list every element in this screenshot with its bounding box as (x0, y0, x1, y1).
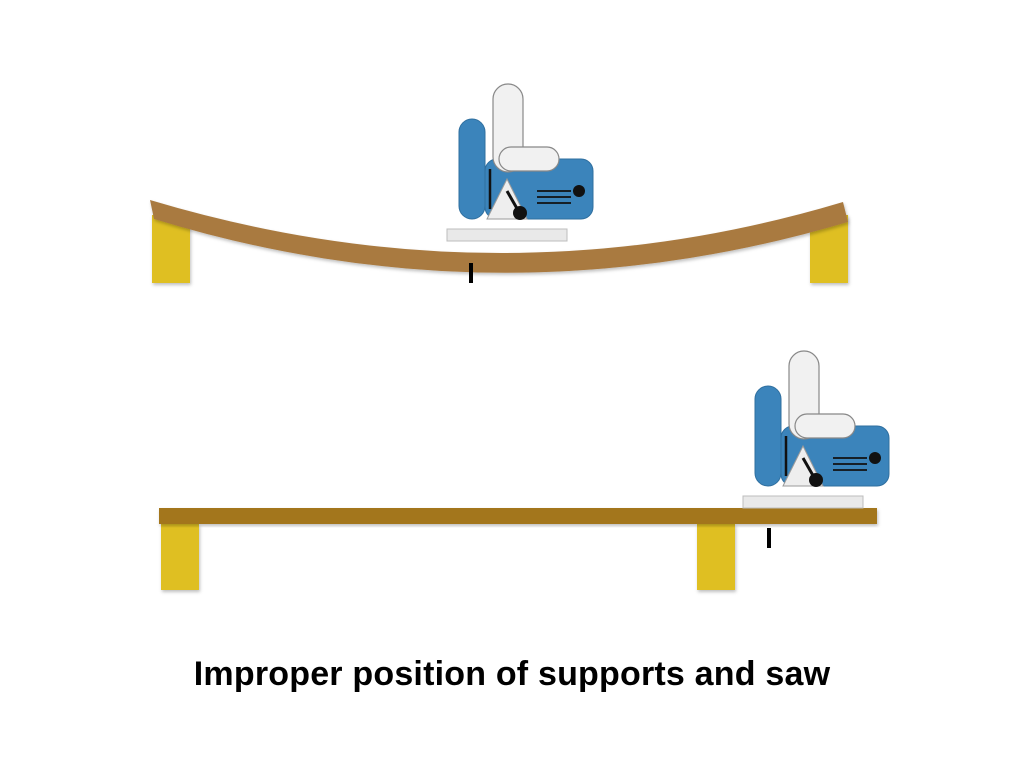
caption: Improper position of supports and saw (193, 655, 831, 693)
circular-saw (741, 349, 891, 510)
cut-mark (469, 263, 473, 283)
right-support (697, 524, 735, 590)
flat-board (159, 508, 877, 524)
circular-saw (445, 82, 595, 243)
cut-mark (767, 528, 771, 548)
left-support (161, 524, 199, 590)
flat-board-scene (159, 349, 891, 590)
bent-board-scene (150, 82, 848, 283)
bent-board (150, 200, 848, 273)
